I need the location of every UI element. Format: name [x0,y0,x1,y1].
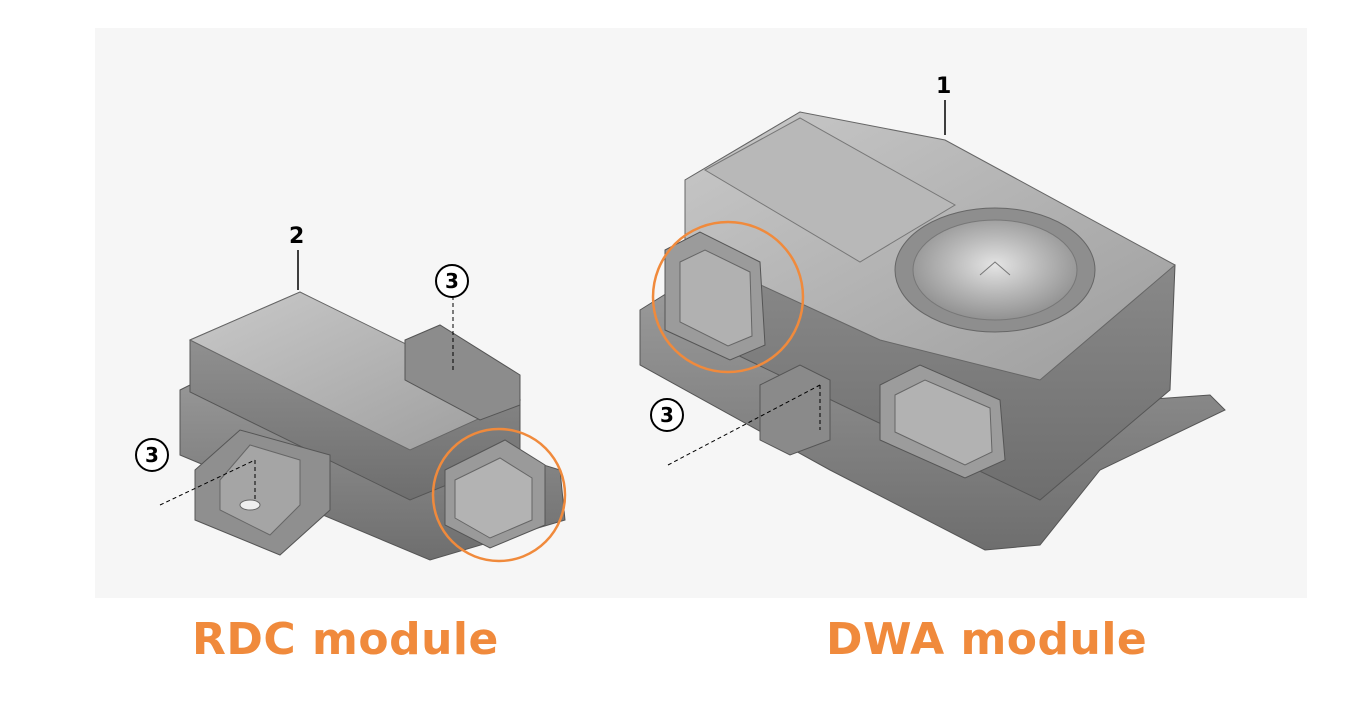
rdc-module-caption: RDC module [192,614,499,665]
callout-item-2: 2 [289,224,305,249]
dwa-module-drawing [639,100,1226,551]
callout-item-3-rdc-left: 3 [135,438,169,472]
rdc-module-drawing [159,250,566,561]
rdc-connector-highlight [431,427,567,563]
dwa-module-caption: DWA module [826,614,1148,665]
dwa-connector-highlight [651,220,805,374]
callout-item-3-rdc-top: 3 [435,264,469,298]
callout-item-3-dwa-left: 3 [650,398,684,432]
callout-item-1: 1 [936,74,952,99]
